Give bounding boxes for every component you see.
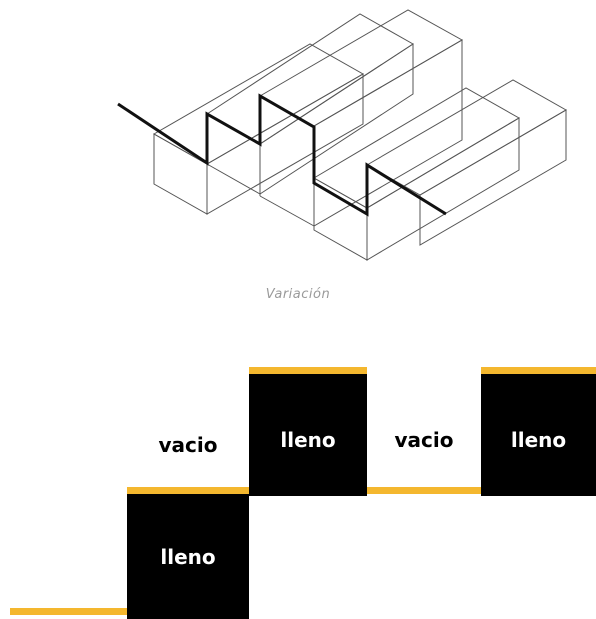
accent-bar-step-1	[127, 487, 249, 494]
label-lleno-1: lleno	[160, 545, 216, 569]
accent-bar-base	[10, 608, 127, 615]
label-lleno-3: lleno	[510, 428, 567, 452]
label-lleno-2: lleno	[280, 428, 336, 452]
isometric-wireframe	[117, 9, 568, 261]
filled-block-3	[481, 374, 596, 496]
filled-block-1	[127, 494, 249, 619]
filled-block-2	[249, 374, 367, 496]
label-vacio-2: vacio	[394, 428, 454, 452]
wireframe-boxes	[152, 9, 568, 261]
accent-bar-step-4	[481, 367, 596, 374]
profile-line	[117, 93, 447, 217]
caption-variacion: Variación	[265, 287, 331, 302]
accent-bar-step-3	[367, 487, 481, 494]
label-vacio-1: vacio	[158, 433, 218, 457]
accent-bar-step-2	[249, 367, 367, 374]
